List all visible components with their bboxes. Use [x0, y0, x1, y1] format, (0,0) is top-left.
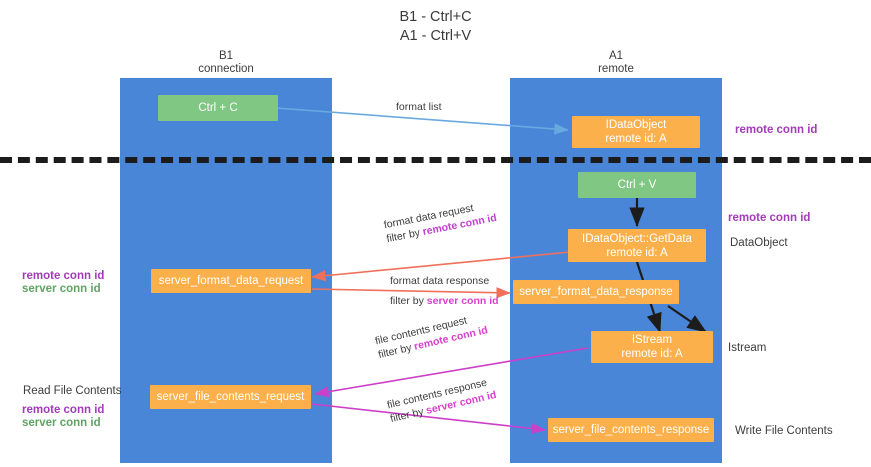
node-getdata-sub: remote id: A [606, 246, 668, 259]
lane-header-b1-role: connection [198, 63, 254, 75]
caption-write-file-contents: Write File Contents [735, 425, 833, 437]
node-ctrl-c-label: Ctrl + C [198, 102, 238, 114]
node-getdata-label: IDataObject::GetData [582, 232, 692, 245]
node-idataobject-sub: remote id: A [605, 133, 667, 145]
node-server-file-contents-request[interactable]: server_file_contents_request [150, 385, 311, 409]
edge-label-format-list-text: format list [396, 101, 442, 113]
caption-left-server-conn-id: server conn id [22, 283, 101, 295]
lane-header-a1: A1 remote [510, 50, 722, 76]
filter-key-server-conn-id: server conn id [426, 295, 499, 307]
caption-left-server-conn-id-2: server conn id [22, 417, 101, 429]
filter-prefix: filter by [390, 295, 427, 307]
caption-dataobject: DataObject [730, 237, 788, 249]
caption-istream: Istream [728, 342, 767, 354]
caption-remote-conn-id-mid: remote conn id [728, 212, 811, 224]
edge-label-format-data-response-text: format data response [390, 275, 490, 287]
edge-label-format-data-response: format data response filter by server co… [390, 274, 499, 308]
node-istream-sub: remote id: A [621, 348, 683, 360]
edge-label-file-contents-request: file contents request filter by remote c… [374, 310, 489, 362]
node-idataobject[interactable]: IDataObject remote id: A [572, 116, 700, 148]
node-server-format-data-response[interactable]: server_format_data_response [513, 280, 679, 304]
edge-label-file-contents-response: file contents response filter by server … [386, 374, 498, 426]
lane-header-a1-name: A1 [608, 50, 624, 62]
caption-left-remote-conn-id: remote conn id [22, 270, 105, 282]
caption-left-remote-conn-id-2: remote conn id [22, 404, 105, 416]
node-format-response-label: server_format_data_response [519, 286, 673, 298]
node-file-response-label: server_file_contents_response [552, 424, 710, 436]
edge-label-format-data-request: format data request filter by remote con… [383, 197, 498, 246]
lane-header-b1-name: B1 [218, 50, 234, 62]
edge-label-format-data-response-filter: filter by server conn id [390, 294, 499, 308]
node-istream[interactable]: IStream remote id: A [591, 331, 713, 363]
node-ctrl-c[interactable]: Ctrl + C [158, 95, 278, 121]
phase-divider [0, 157, 871, 163]
title-line-2: A1 - Ctrl+V [399, 28, 472, 44]
diagram-title: B1 - Ctrl+C A1 - Ctrl+V [0, 8, 871, 46]
node-server-file-contents-response[interactable]: server_file_contents_response [548, 418, 714, 442]
caption-read-file-contents: Read File Contents [23, 385, 122, 397]
node-file-request-label: server_file_contents_request [156, 391, 305, 403]
node-idataobject-getdata[interactable]: IDataObject::GetData remote id: A [568, 229, 706, 262]
edge-label-format-list: format list [396, 100, 442, 114]
node-server-format-data-request[interactable]: server_format_data_request [151, 269, 311, 293]
node-idataobject-label: IDataObject [605, 119, 667, 131]
caption-remote-conn-id-top: remote conn id [735, 124, 818, 136]
node-ctrl-v-label: Ctrl + V [617, 179, 657, 191]
title-line-1: B1 - Ctrl+C [399, 9, 472, 25]
lane-header-a1-role: remote [598, 63, 634, 75]
node-ctrl-v[interactable]: Ctrl + V [578, 172, 696, 198]
lane-header-b1: B1 connection [120, 50, 332, 76]
node-format-request-label: server_format_data_request [158, 275, 304, 287]
node-istream-label: IStream [631, 334, 673, 346]
